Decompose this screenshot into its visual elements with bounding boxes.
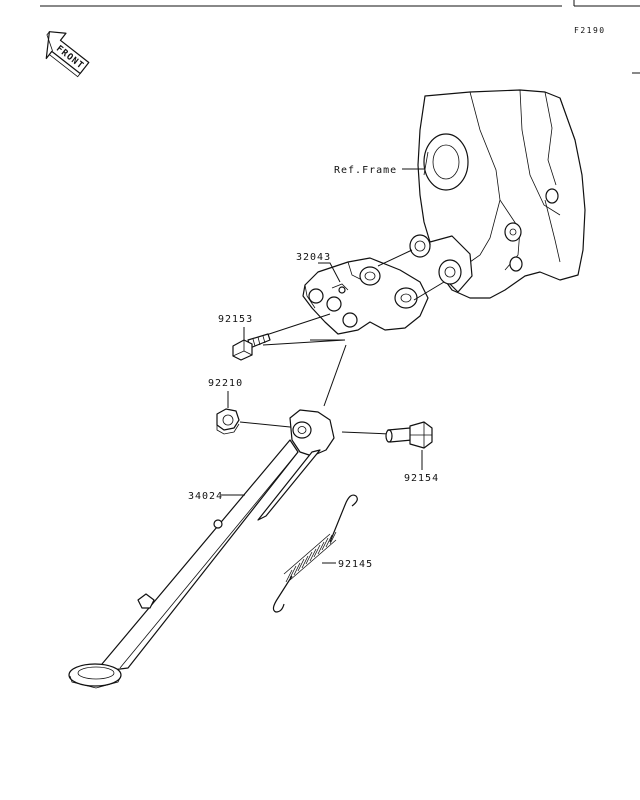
label-92154: 92154 [404, 473, 439, 484]
bolt-92153 [232, 333, 271, 361]
front-arrow-icon: FRONT [45, 31, 90, 78]
label-32043: 32043 [296, 252, 331, 263]
label-ref-frame: Ref.Frame [334, 165, 397, 176]
leader-32043 [318, 262, 341, 283]
label-92210: 92210 [208, 378, 243, 389]
pivot-bolt-92154 [385, 421, 433, 449]
diagram-code: F2190 [574, 26, 606, 35]
label-92145: 92145 [338, 559, 373, 570]
pivot-alignment-line [341, 431, 391, 435]
side-stand-34024 [68, 409, 335, 689]
alignment-lines [259, 249, 445, 407]
page-frame [40, 0, 640, 74]
label-34024: 34024 [188, 491, 223, 502]
bracket-32043 [302, 257, 429, 335]
frame-reference [409, 89, 586, 299]
label-92153: 92153 [218, 314, 253, 325]
nut-alignment-line [239, 421, 301, 429]
spring-92145 [272, 494, 358, 613]
nut-92210 [216, 408, 240, 435]
